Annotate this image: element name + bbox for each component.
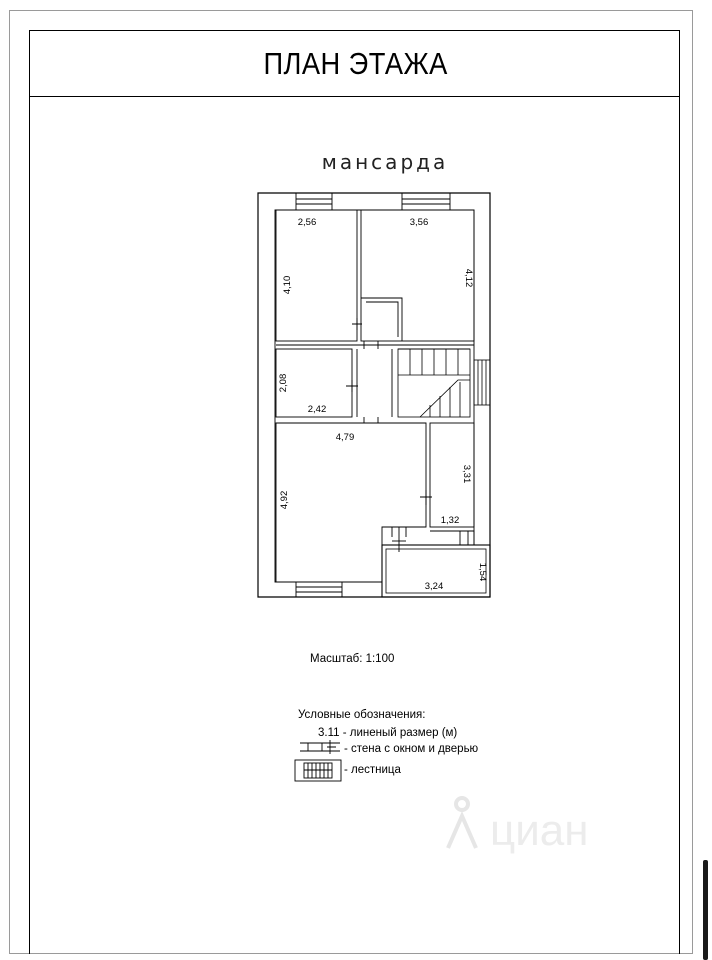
room-bedroom-right — [360, 209, 475, 342]
legend-stairs: - лестница — [344, 764, 401, 776]
dim-balcony-length: 1,54 — [477, 563, 488, 582]
room-balcony — [381, 544, 491, 598]
scale-label: Масштаб: 1:100 — [310, 653, 395, 665]
dim-large-length: 4,92 — [279, 491, 290, 510]
dim-side-width: 1,32 — [441, 515, 460, 526]
staircase — [397, 348, 471, 418]
dim-bedroom-left-length: 4,10 — [282, 276, 293, 295]
dim-large-width: 4,79 — [336, 432, 355, 443]
outer-frame — [9, 10, 693, 954]
building-outline — [257, 192, 491, 598]
building-inner-outline — [274, 209, 475, 583]
legend-dimension: 3.11 - линеный размер (м) — [318, 727, 458, 739]
dim-bedroom-left-width: 2,56 — [298, 217, 317, 228]
room-side — [429, 422, 475, 528]
room-bedroom-left — [275, 209, 358, 342]
floor-label: мансарда — [321, 150, 449, 174]
inner-frame — [29, 30, 680, 954]
legend-title: Условные обозначения: — [298, 709, 426, 721]
closet — [361, 297, 403, 341]
dim-bedroom-right-length: 4,12 — [463, 269, 474, 288]
dim-small-length: 2,08 — [278, 374, 289, 393]
legend-wall-symbol — [300, 740, 340, 754]
cian-logo-icon — [446, 796, 478, 849]
scrollbar[interactable] — [703, 860, 708, 960]
exterior-steps — [473, 359, 491, 406]
window-marks — [295, 192, 469, 598]
legend-wall: - стена с окном и дверью — [344, 743, 479, 755]
dim-small-width: 2,42 — [308, 404, 327, 415]
dim-bedroom-right-width: 3,56 — [410, 217, 429, 228]
watermark-logo: циан — [446, 796, 589, 855]
door-marks — [346, 318, 432, 552]
dim-side-length: 3,31 — [461, 465, 472, 484]
dim-balcony-width: 3,24 — [425, 581, 444, 592]
legend-stairs-symbol — [294, 759, 342, 782]
page-title: ПЛАН ЭТАЖА — [263, 46, 448, 81]
watermark-text: циан — [490, 806, 589, 855]
title-divider — [29, 96, 680, 97]
room-large — [275, 422, 427, 583]
